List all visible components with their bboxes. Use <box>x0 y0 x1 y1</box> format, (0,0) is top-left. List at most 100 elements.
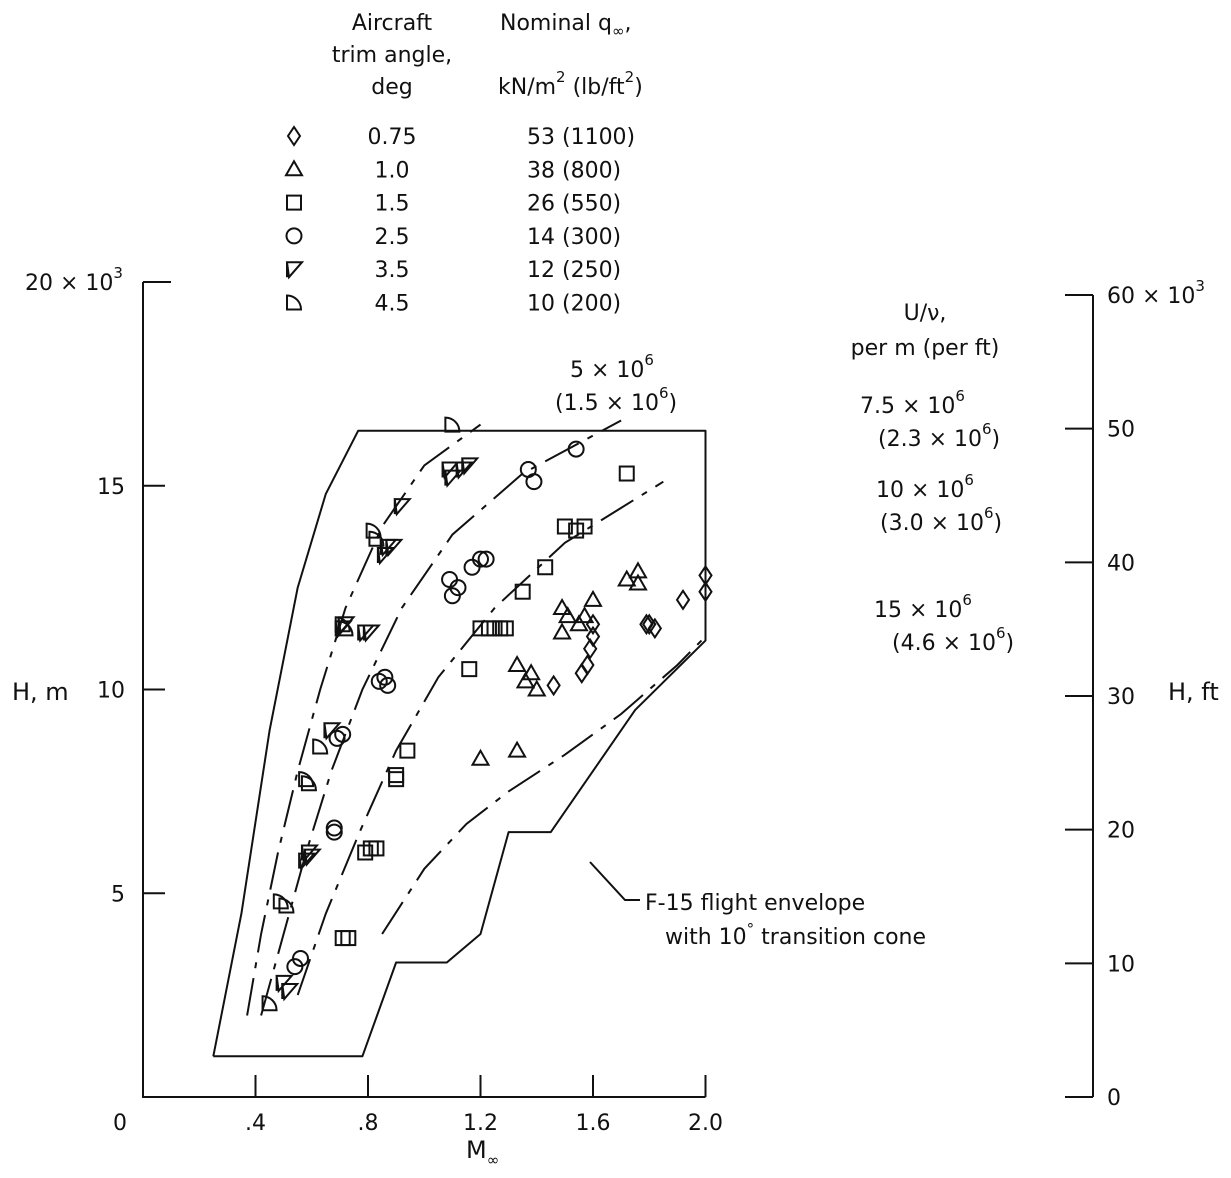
half-circle-point <box>312 738 329 755</box>
y-right-tick-label: 40 <box>1107 551 1135 576</box>
envelope-label-line2-deg: ° <box>747 920 755 938</box>
envelope-leader-line <box>589 861 640 901</box>
reynolds-label-3-alt-exp: 6 <box>984 504 994 522</box>
reynolds-label-2-alt-exp: 6 <box>982 420 992 438</box>
square-point <box>461 661 478 678</box>
y-left-top-exp: 3 <box>113 264 123 282</box>
square-point <box>576 518 593 535</box>
legend-header-col2-line2: kN/m2 (lb/ft2) <box>498 68 643 100</box>
flagged-triangle-point <box>323 722 342 741</box>
legend-symbol-square <box>286 194 302 211</box>
legend-symbol-flagged-triangle <box>285 261 305 280</box>
x-tick-label: 1.6 <box>576 1111 611 1136</box>
legend-symbol-circle <box>285 227 303 245</box>
triangle-point <box>515 671 536 689</box>
legend-trim: 3.5 <box>375 258 410 283</box>
reynolds-label-4-main: 15 × 106 <box>874 591 972 623</box>
circle-point <box>449 579 467 597</box>
reynolds-label-3-main-exp: 6 <box>964 471 974 489</box>
reynolds-label-1-main: 5 × 106 <box>570 351 654 383</box>
reynolds-label-4-alt-exp: 6 <box>996 624 1006 642</box>
legend-header-col2-line2-sup2: 2 <box>625 68 635 86</box>
flagged-triangle-point <box>300 844 320 863</box>
reynolds-label-3-alt-a: (3.0 × 10 <box>880 511 984 536</box>
legend-symbol-triangle <box>284 159 304 177</box>
unit-label-line2: per m (per ft) <box>851 336 1000 361</box>
triangle-point <box>628 573 648 591</box>
x-axis-title-main: M <box>466 1136 487 1164</box>
x-axis-title-sub: ∞ <box>487 1151 500 1169</box>
unit-label-line1: U/ν, <box>904 301 947 326</box>
reynolds-label-3-alt-c: ) <box>994 511 1003 536</box>
square-point <box>362 840 379 857</box>
legend-header-col2-line2-sup1: 2 <box>556 68 566 86</box>
y-left-tick-label: 5 <box>111 882 125 907</box>
reynolds-line-1 <box>246 423 482 1016</box>
circle-point <box>567 440 585 458</box>
circle-point <box>325 819 343 837</box>
legend-header-col2-line2-a: kN/m <box>498 75 556 100</box>
half-circle-point <box>368 530 385 547</box>
reynolds-label-3-main-text: 10 × 10 <box>876 478 964 503</box>
legend-q: 26 (550) <box>527 192 621 217</box>
half-circle-point <box>278 897 295 914</box>
flight-envelope <box>212 429 707 1058</box>
x-tick-label: .8 <box>358 1111 379 1136</box>
y-left-tick-label: 20 × 103 <box>25 264 123 296</box>
half-circle-point <box>300 775 317 792</box>
circle-point <box>472 550 489 568</box>
diamond-point <box>585 613 601 636</box>
square-point <box>472 620 489 637</box>
reynolds-label-2-main-exp: 6 <box>955 387 965 405</box>
triangle-point <box>569 614 589 632</box>
triangle-point <box>552 622 572 640</box>
legend-header-col2-line2-b: (lb/ft <box>566 75 625 100</box>
flagged-triangle-point <box>455 461 474 480</box>
y-right-tick-label: 50 <box>1107 418 1135 443</box>
envelope-label-line2-b: transition cone <box>754 925 926 950</box>
y-right-tick-label: 20 <box>1107 819 1135 844</box>
square-point <box>399 742 416 759</box>
diamond-point <box>639 613 654 636</box>
reynolds-label-1-main-text: 5 × 10 <box>570 358 644 383</box>
diamond-point <box>698 564 713 587</box>
reynolds-label-2-alt-a: (2.3 × 10 <box>878 427 982 452</box>
legend-symbol-diamond <box>286 125 302 147</box>
flagged-triangle-point <box>461 457 480 476</box>
legend: Aircraft trim angle, deg Nominal q∞, kN/… <box>284 11 643 317</box>
legend-trim: 2.5 <box>375 225 410 250</box>
legend-header-col1-line3: deg <box>371 75 412 100</box>
circle-point <box>325 823 343 841</box>
legend-header-col2-line1-sub: ∞ <box>612 22 625 40</box>
y-axis-left-title: H, m <box>12 678 69 706</box>
legend-trim: 1.5 <box>375 192 410 217</box>
y-right-tick-label: 60 × 103 <box>1107 277 1205 309</box>
flagged-triangle-point <box>303 848 322 867</box>
flagged-triangle-point <box>393 498 412 517</box>
y-right-tick-label: 10 <box>1107 952 1135 977</box>
legend-q: 12 (250) <box>527 258 621 283</box>
half-circle-point <box>272 893 289 910</box>
triangle-point <box>552 597 572 615</box>
x-tick-label: 0 <box>113 1111 127 1136</box>
triangle-point <box>557 606 578 624</box>
diamond-point <box>675 589 691 611</box>
reynolds-label-2-alt-c: ) <box>992 427 1001 452</box>
flagged-triangle-point <box>444 469 463 488</box>
flagged-triangle-point <box>385 538 404 558</box>
reynolds-label-1-alt-a: (1.5 × 10 <box>555 391 659 416</box>
reynolds-label-4-alt: (4.6 × 106) <box>892 624 1014 656</box>
envelope-label-line2-a: with 10 <box>665 925 747 950</box>
triangle-point <box>617 569 637 587</box>
reynolds-label-1-alt-c: ) <box>669 391 678 416</box>
diamond-point <box>647 617 663 640</box>
reynolds-line-4 <box>381 635 707 935</box>
reynolds-label-4-main-exp: 6 <box>962 591 972 609</box>
square-point <box>568 522 585 539</box>
circle-point <box>477 550 495 568</box>
envelope-label-line1: F-15 flight envelope <box>645 891 865 916</box>
legend-trim: 4.5 <box>375 292 410 317</box>
diamond-point <box>580 654 595 676</box>
